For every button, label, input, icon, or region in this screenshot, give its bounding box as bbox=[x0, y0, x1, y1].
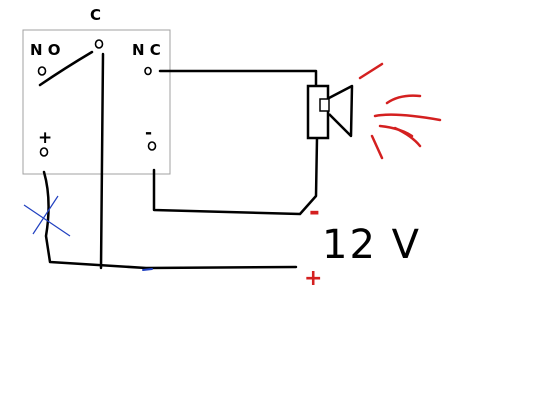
wire-blue-mark bbox=[142, 268, 153, 271]
relay-coil-minus-label: - bbox=[145, 123, 152, 143]
wire-common bbox=[99, 52, 105, 270]
relay-nc-terminal bbox=[144, 66, 152, 76]
relay-coil-plus-terminal bbox=[39, 147, 49, 157]
wire-nc-to-speaker bbox=[158, 69, 318, 88]
relay-nc-label: N C bbox=[132, 41, 161, 59]
relay-common-label: C bbox=[90, 6, 101, 24]
relay-coil-plus-label: + bbox=[38, 128, 52, 148]
relay-no-terminal bbox=[37, 66, 47, 76]
relay-switch-arm bbox=[38, 50, 94, 87]
relay-no-label: N O bbox=[30, 41, 61, 59]
relay-box bbox=[22, 29, 171, 175]
relay-coil-minus-terminal bbox=[147, 141, 157, 151]
speaker-icon bbox=[306, 84, 354, 140]
relay-common-terminal bbox=[94, 39, 104, 49]
cross-out-mark-icon bbox=[23, 195, 71, 237]
supply-negative-label: - bbox=[309, 197, 320, 227]
wire-coil-plus bbox=[42, 170, 298, 270]
supply-voltage-label: 12 V bbox=[322, 222, 421, 268]
wire-coil-minus bbox=[152, 136, 319, 216]
supply-positive-label: + bbox=[304, 266, 322, 291]
sound-waves-icon bbox=[358, 62, 442, 160]
